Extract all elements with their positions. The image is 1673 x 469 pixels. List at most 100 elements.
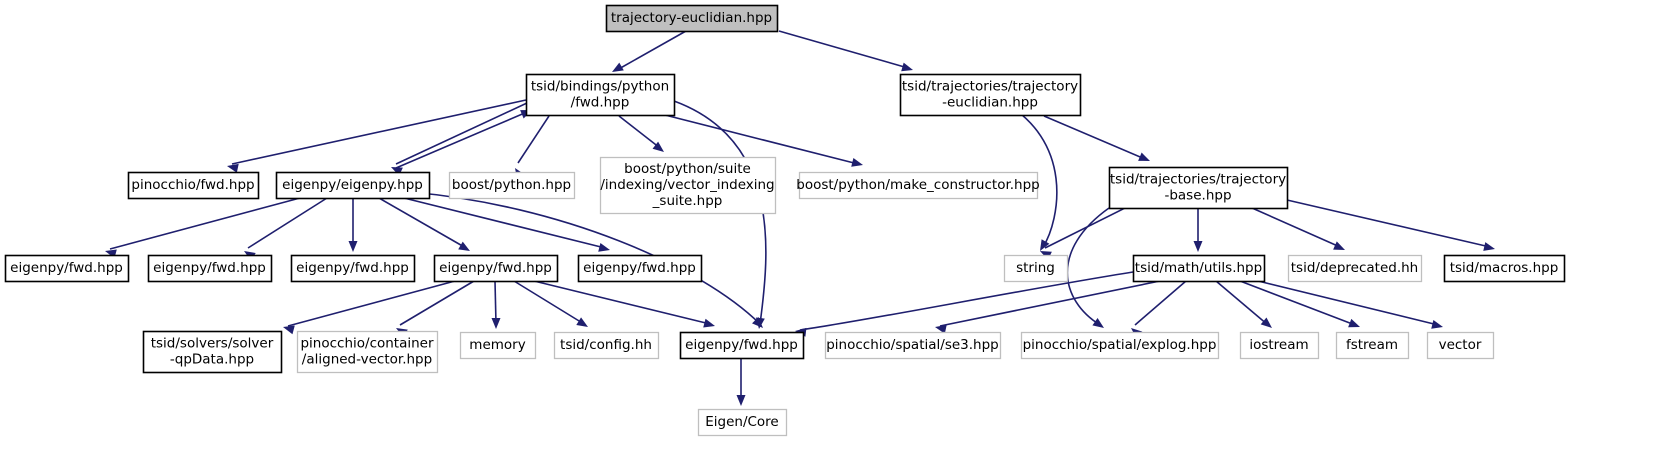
node-epy6[interactable]: eigenpy/fwd.hpp xyxy=(679,331,805,360)
node-box[interactable] xyxy=(1287,254,1423,283)
node-box[interactable] xyxy=(147,254,273,283)
node-eigen_core[interactable]: Eigen/Core xyxy=(697,408,788,437)
node-box[interactable] xyxy=(296,330,439,374)
edge-eigenpy_eig-to-epy2 xyxy=(244,197,328,261)
arrowhead-icon xyxy=(1348,318,1360,328)
arrowhead-icon xyxy=(491,318,501,329)
node-math_utils[interactable]: tsid/math/utils.hpp xyxy=(1132,254,1266,283)
node-epy3[interactable]: eigenpy/fwd.hpp xyxy=(290,254,416,283)
node-box[interactable] xyxy=(4,254,130,283)
node-label: -euclidian.hpp xyxy=(942,95,1038,111)
arrowhead-icon xyxy=(612,62,624,72)
node-box[interactable] xyxy=(679,331,805,360)
arrowhead-icon xyxy=(703,318,715,328)
edge-line xyxy=(231,99,527,165)
node-box[interactable] xyxy=(824,331,1002,360)
edge-traj_base-to-macros xyxy=(1286,199,1495,251)
edge-eigenpy_eig-to-epy6 xyxy=(409,191,763,328)
node-label: tsid/trajectories/trajectory xyxy=(1110,172,1286,188)
arrowhead-icon xyxy=(1483,242,1495,251)
edge-layer xyxy=(105,30,1495,406)
edge-py_fwd-to-pin_fwd xyxy=(227,99,527,173)
node-fstream[interactable]: fstream xyxy=(1335,331,1410,360)
node-label: tsid/config.hh xyxy=(560,337,652,353)
node-label: boost/python/make_constructor.hpp xyxy=(796,177,1040,193)
edge-eigenpy_eig-to-epy4 xyxy=(378,197,470,251)
node-iostream[interactable]: iostream xyxy=(1239,331,1320,360)
node-box[interactable] xyxy=(1132,254,1266,283)
node-epy4[interactable]: eigenpy/fwd.hpp xyxy=(433,254,559,283)
node-py_fwd[interactable]: tsid/bindings/python/fwd.hpp xyxy=(525,73,676,117)
node-box[interactable] xyxy=(1108,166,1289,210)
node-box[interactable] xyxy=(798,171,1039,200)
node-label: eigenpy/fwd.hpp xyxy=(685,337,798,353)
node-aligned[interactable]: pinocchio/container/aligned-vector.hpp xyxy=(296,330,439,374)
node-box[interactable] xyxy=(899,73,1082,117)
node-label: eigenpy/fwd.hpp xyxy=(439,260,552,276)
arrowhead-icon xyxy=(576,317,588,327)
node-epy1[interactable]: eigenpy/fwd.hpp xyxy=(4,254,130,283)
arrowhead-icon xyxy=(458,241,470,251)
node-box[interactable] xyxy=(275,171,431,200)
node-qpdata[interactable]: tsid/solvers/solver-qpData.hpp xyxy=(142,330,283,374)
edge-traj_base-to-deprecated xyxy=(1251,207,1345,250)
node-root[interactable]: trajectory-euclidian.hpp xyxy=(605,4,779,33)
node-label: tsid/solvers/solver xyxy=(151,336,274,352)
node-label: pinocchio/fwd.hpp xyxy=(131,177,254,193)
edge-line xyxy=(1286,199,1491,248)
arrowhead-icon xyxy=(652,141,664,152)
edge-eigenpy_eig-to-epy1 xyxy=(105,197,301,259)
node-box[interactable] xyxy=(1426,331,1495,360)
node-box[interactable] xyxy=(290,254,416,283)
node-box[interactable] xyxy=(459,331,537,360)
node-box[interactable] xyxy=(433,254,559,283)
node-box[interactable] xyxy=(599,156,777,215)
edge-math_utils-to-vector xyxy=(1257,280,1443,329)
node-box[interactable] xyxy=(1020,331,1220,360)
node-box[interactable] xyxy=(1443,254,1566,283)
node-boost_py[interactable]: boost/python.hpp xyxy=(448,171,576,200)
node-box[interactable] xyxy=(525,73,676,117)
node-epy2[interactable]: eigenpy/fwd.hpp xyxy=(147,254,273,283)
edge-line xyxy=(409,191,761,325)
node-string[interactable]: string xyxy=(1003,254,1069,283)
node-label: /fwd.hpp xyxy=(571,95,630,111)
node-macros[interactable]: tsid/macros.hpp xyxy=(1443,254,1566,283)
node-label: Eigen/Core xyxy=(705,414,779,430)
edge-line xyxy=(799,271,1134,331)
node-box[interactable] xyxy=(448,171,576,200)
node-box[interactable] xyxy=(577,254,703,283)
node-layer: trajectory-euclidian.hpp tsid/bindings/py… xyxy=(4,4,1566,437)
edge-root-to-traj_eucl xyxy=(778,30,913,72)
node-box[interactable] xyxy=(1335,331,1410,360)
edge-line xyxy=(247,197,328,249)
node-se3[interactable]: pinocchio/spatial/se3.hpp xyxy=(824,331,1002,360)
node-box[interactable] xyxy=(553,331,660,360)
arrowhead-icon xyxy=(283,325,295,335)
node-epy5[interactable]: eigenpy/fwd.hpp xyxy=(577,254,703,283)
node-boost_mc[interactable]: boost/python/make_constructor.hpp xyxy=(796,171,1040,200)
node-traj_eucl[interactable]: tsid/trajectories/trajectory-euclidian.h… xyxy=(899,73,1082,117)
node-deprecated[interactable]: tsid/deprecated.hh xyxy=(1287,254,1423,283)
node-boost_vis[interactable]: boost/python/suite/indexing/vector_index… xyxy=(599,156,777,215)
node-box[interactable] xyxy=(127,171,260,200)
node-eigenpy_eig[interactable]: eigenpy/eigenpy.hpp xyxy=(275,171,431,200)
node-pin_fwd[interactable]: pinocchio/fwd.hpp xyxy=(127,171,260,200)
edge-py_fwd-to-boost_mc xyxy=(660,113,863,167)
node-label: eigenpy/fwd.hpp xyxy=(10,260,123,276)
arrowhead-icon xyxy=(1040,239,1050,251)
arrowhead-icon xyxy=(901,62,913,72)
node-config[interactable]: tsid/config.hh xyxy=(553,331,660,360)
node-vector[interactable]: vector xyxy=(1426,331,1495,360)
node-label: memory xyxy=(469,337,525,353)
node-memory[interactable]: memory xyxy=(459,331,537,360)
node-box[interactable] xyxy=(697,408,788,437)
node-box[interactable] xyxy=(1003,254,1069,283)
node-box[interactable] xyxy=(1239,331,1320,360)
node-label: -base.hpp xyxy=(1164,188,1231,204)
node-explog[interactable]: pinocchio/spatial/explog.hpp xyxy=(1020,331,1220,360)
node-traj_base[interactable]: tsid/trajectories/trajectory-base.hpp xyxy=(1108,166,1289,210)
node-box[interactable] xyxy=(605,4,779,33)
node-box[interactable] xyxy=(142,330,283,374)
edge-traj_base-to-explog xyxy=(1066,207,1110,328)
